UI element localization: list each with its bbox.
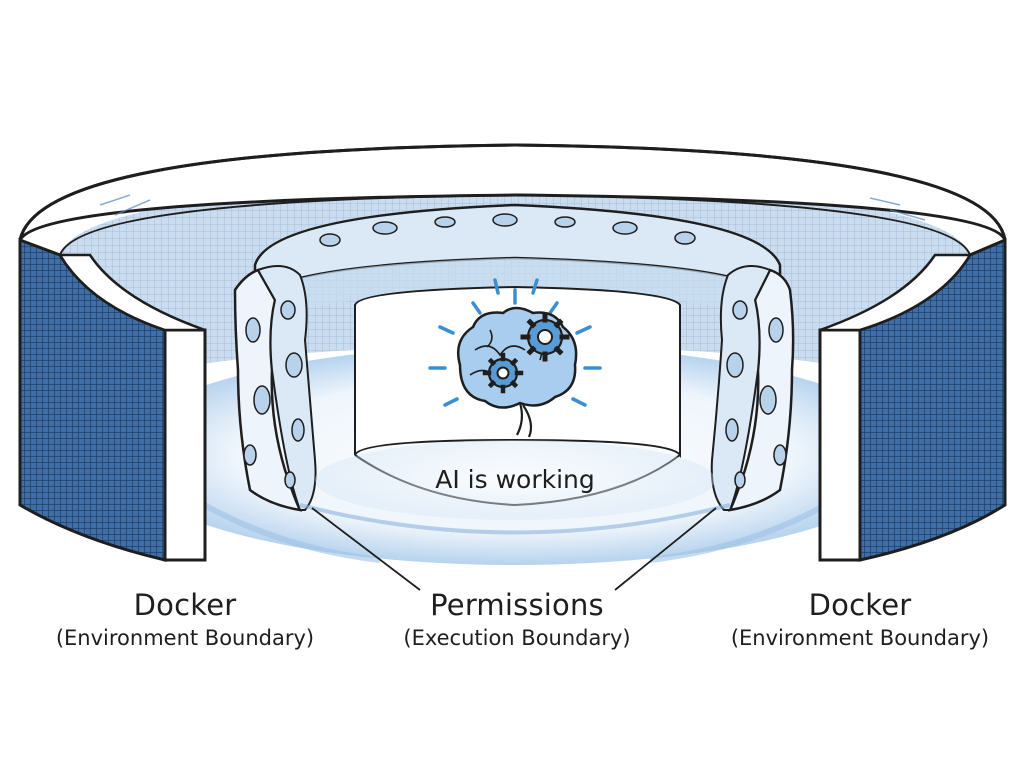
docker-title-left: Docker [133, 588, 237, 622]
docker-label-left: Docker (Environment Boundary) [20, 588, 350, 652]
permissions-pointer-lines [311, 507, 717, 591]
permissions-subtitle: (Execution Boundary) [403, 626, 631, 650]
docker-label-right: Docker (Environment Boundary) [695, 588, 1024, 652]
permissions-title: Permissions [430, 588, 604, 622]
docker-subtitle-left: (Environment Boundary) [55, 626, 315, 650]
brain-icon [428, 278, 602, 438]
gear-icon [482, 352, 524, 394]
permissions-label: Permissions (Execution Boundary) [352, 588, 682, 652]
ai-status-text: AI is working [435, 465, 595, 494]
docker-subtitle-right: (Environment Boundary) [730, 626, 990, 650]
docker-title-right: Docker [808, 588, 912, 622]
gear-icon [520, 312, 570, 362]
